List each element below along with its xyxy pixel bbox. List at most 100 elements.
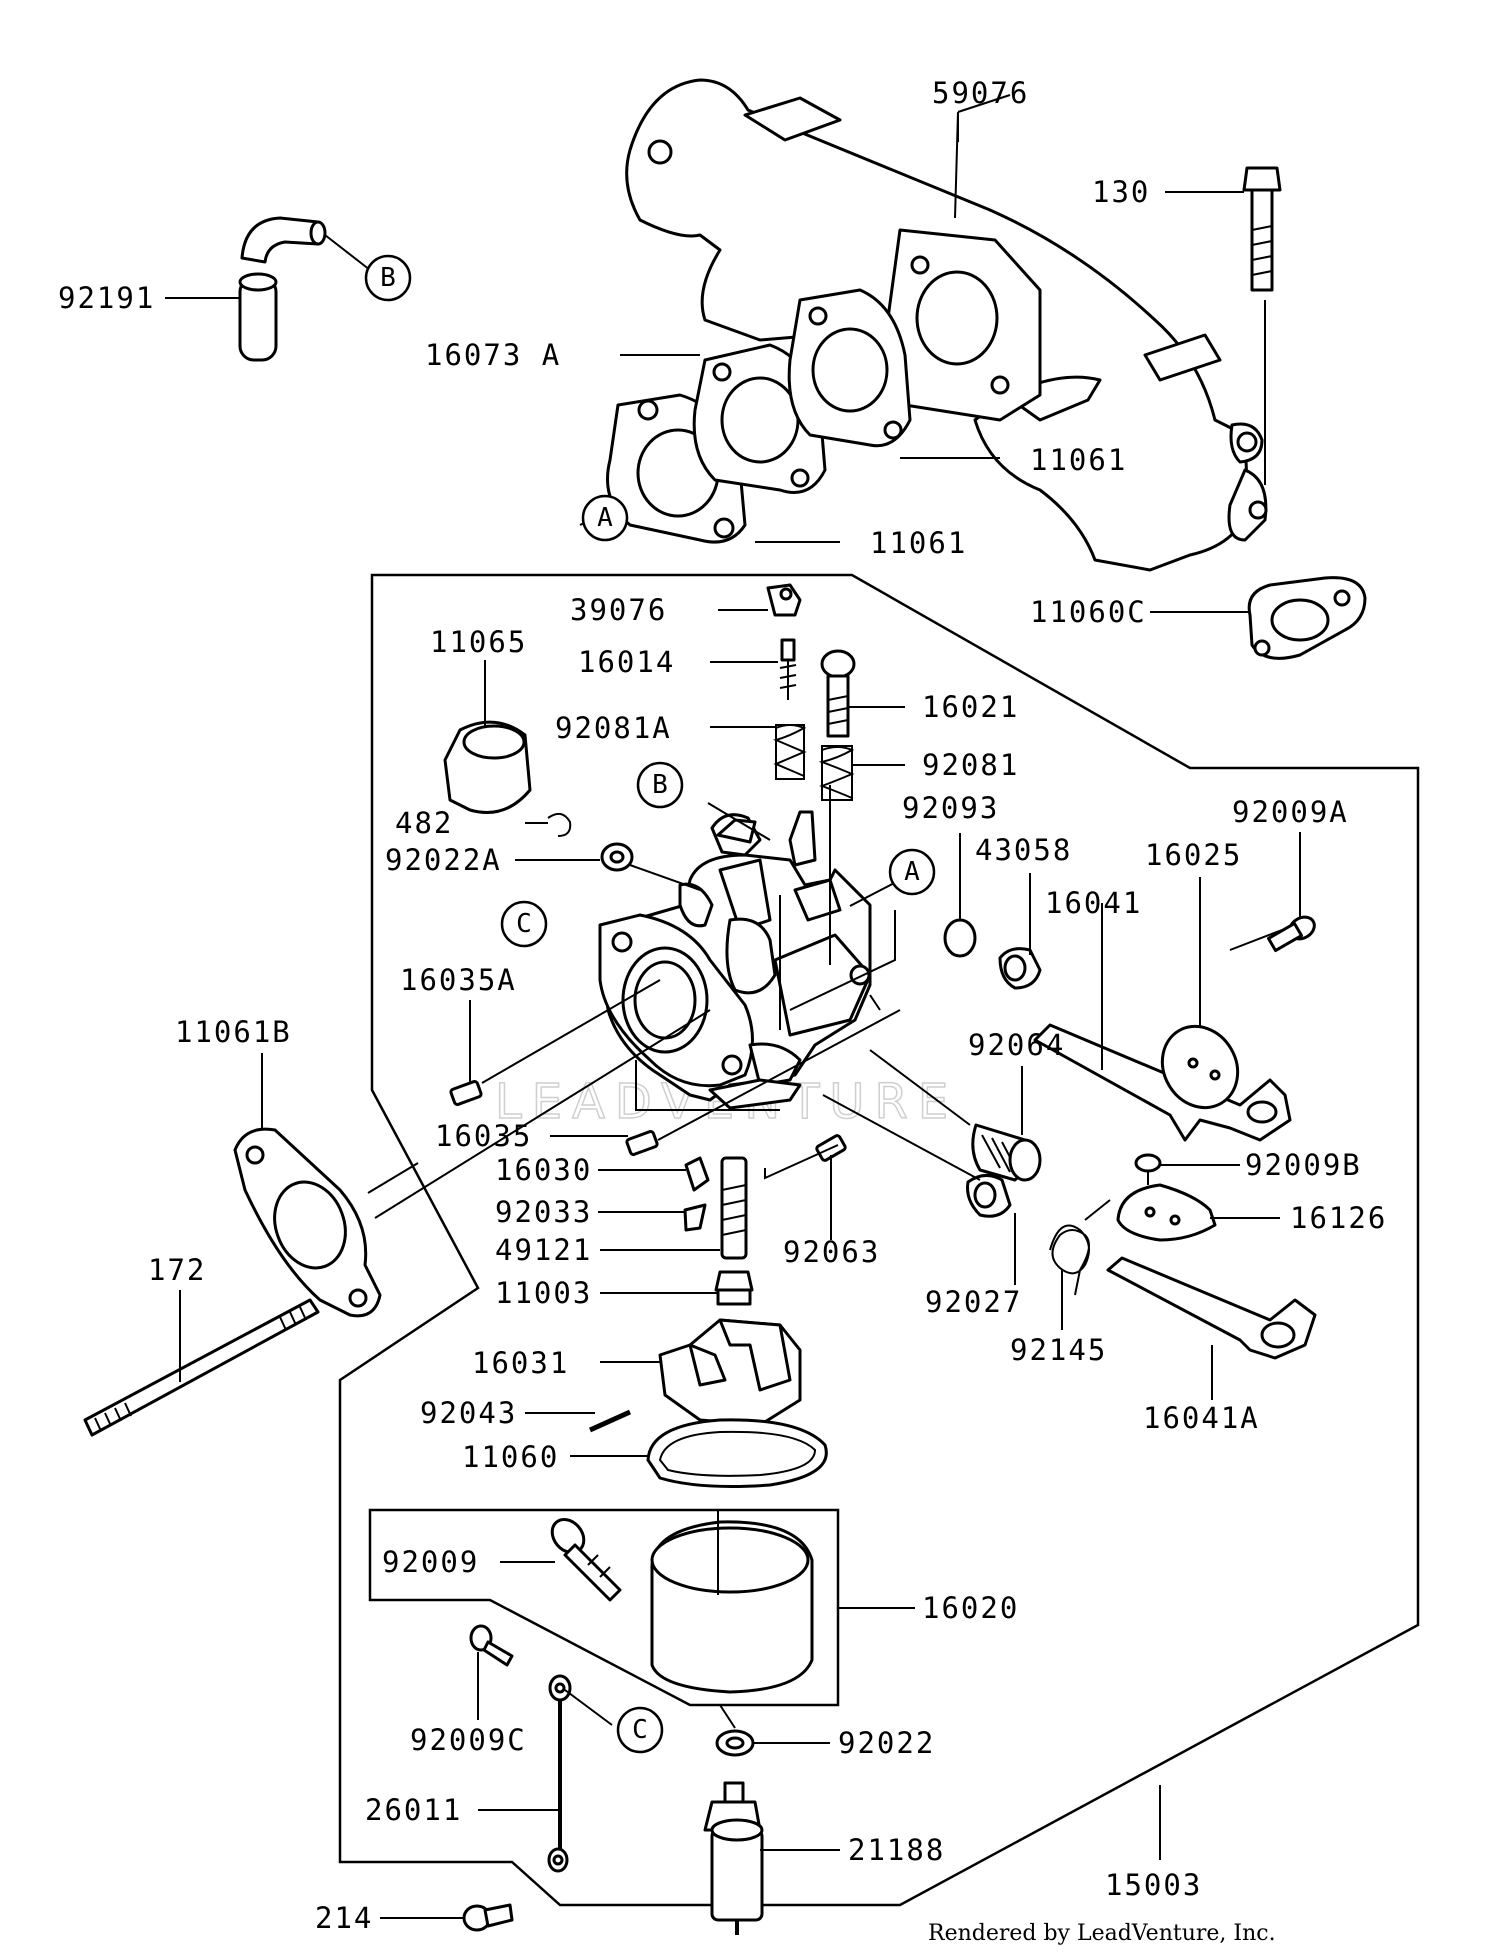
- throttle-plate-16126: [1116, 1183, 1217, 1242]
- callout-a-gasket: A: [581, 494, 629, 542]
- label-11065: 11065: [430, 625, 527, 659]
- svg-text:C: C: [632, 1715, 648, 1745]
- label-11003: 11003: [495, 1276, 592, 1310]
- label-16035a: 16035A: [400, 963, 517, 997]
- label-43058: 43058: [975, 833, 1072, 867]
- assembly-frame: [338, 573, 1420, 1907]
- washer-92022: [715, 1729, 755, 1757]
- plug-16035: [625, 1130, 659, 1156]
- solenoid-21188: [703, 1781, 764, 1935]
- clip-482: [547, 812, 572, 837]
- label-92009: 92009: [382, 1545, 479, 1579]
- label-482: 482: [395, 806, 453, 840]
- label-16041: 16041: [1045, 886, 1142, 920]
- label-92081: 92081: [922, 748, 1019, 782]
- svg-text:A: A: [904, 857, 920, 887]
- label-59076: 59076: [932, 76, 1029, 110]
- pin-92043: [588, 1409, 632, 1433]
- label-16020: 16020: [922, 1591, 1019, 1625]
- jet-92033: [683, 1203, 707, 1232]
- label-16031: 16031: [472, 1346, 569, 1380]
- label-11061b: 11061B: [175, 1015, 292, 1049]
- label-92009c: 92009C: [410, 1723, 527, 1757]
- label-92022: 92022: [838, 1726, 935, 1760]
- bushing-43058: [998, 947, 1042, 990]
- label-11061-lower: 11061: [870, 526, 967, 560]
- hose-92191: [238, 216, 327, 362]
- label-92027: 92027: [925, 1285, 1022, 1319]
- callout-b-carb: B: [636, 761, 684, 809]
- label-11060c: 11060C: [1030, 595, 1147, 629]
- choke-plate-16025: [1160, 1024, 1240, 1110]
- plug-16035a: [449, 1080, 483, 1106]
- svg-text:A: A: [597, 503, 613, 533]
- label-11060: 11060: [462, 1440, 559, 1474]
- label-92093: 92093: [902, 791, 999, 825]
- callout-b-hose: B: [364, 254, 412, 302]
- label-92064: 92064: [968, 1028, 1065, 1062]
- label-16073-a: 16073 A: [425, 338, 561, 372]
- label-16014: 16014: [578, 645, 675, 679]
- screw-214: [462, 1903, 514, 1932]
- float-bowl-16020: [650, 1520, 814, 1694]
- gasket-11061b: [233, 1127, 382, 1318]
- throttle-shaft-16041a: [1106, 1256, 1317, 1360]
- jet-16030: [684, 1156, 710, 1192]
- stud-172: [83, 1298, 320, 1437]
- gasket-bracket-line: [367, 1162, 419, 1194]
- carburetor-body: [598, 810, 872, 1110]
- label-16126: 16126: [1290, 1201, 1387, 1235]
- screw-92009b: [1134, 1153, 1162, 1185]
- label-92191: 92191: [58, 281, 155, 315]
- pilot-screw-16014: [779, 638, 797, 700]
- label-16021: 16021: [922, 690, 1019, 724]
- screw-92009a: [1267, 915, 1316, 953]
- label-92033: 92033: [495, 1195, 592, 1229]
- subassembly-lines: [340, 910, 981, 1863]
- cap-11065: [443, 720, 532, 814]
- label-92009b: 92009B: [1245, 1148, 1362, 1182]
- label-214: 214: [315, 1901, 373, 1935]
- rendered-by-credit: Rendered by LeadVenture, Inc.: [928, 1921, 1276, 1946]
- main-jet-11003: [714, 1270, 754, 1306]
- label-15003: 15003: [1105, 1868, 1202, 1902]
- label-92063: 92063: [783, 1235, 880, 1269]
- screw-92009: [550, 1518, 622, 1602]
- label-16041a: 16041A: [1143, 1401, 1260, 1435]
- bolt-130: [1242, 166, 1282, 292]
- screw-16021: [820, 649, 856, 738]
- screw-92009c: [469, 1624, 514, 1667]
- label-11061-upper: 11061: [1030, 443, 1127, 477]
- choke-shaft-16041: [1033, 1023, 1292, 1142]
- leader-lines: [165, 94, 1301, 1919]
- label-16030: 16030: [495, 1153, 592, 1187]
- intake-manifold: [625, 78, 1268, 572]
- label-39076: 39076: [570, 593, 667, 627]
- svg-text:B: B: [380, 263, 396, 293]
- label-92022a: 92022A: [385, 843, 502, 877]
- label-16035: 16035: [435, 1119, 532, 1153]
- spring-92081a: [773, 724, 807, 780]
- gasket-11060c: [1247, 576, 1367, 660]
- label-92081a: 92081A: [555, 711, 672, 745]
- float-bowl-gasket-11060: [646, 1418, 828, 1488]
- float-bowl-bracket: [368, 1508, 840, 1707]
- gasket-stack: [606, 288, 912, 544]
- washer-92022a: [600, 842, 634, 872]
- label-92043: 92043: [420, 1396, 517, 1430]
- part-labels: 59076 130 92191 16073 A 11061 11061 1106…: [58, 76, 1387, 1935]
- callout-c-cable: C: [616, 1706, 664, 1754]
- label-130: 130: [1092, 175, 1150, 209]
- screw-92064: [971, 1123, 1042, 1182]
- bushing-92027: [966, 1174, 1012, 1218]
- svg-text:B: B: [652, 770, 668, 800]
- label-21188: 21188: [848, 1833, 945, 1867]
- o-ring-92093: [943, 918, 977, 958]
- float-16031: [658, 1318, 802, 1427]
- svg-text:C: C: [516, 909, 532, 939]
- callout-c-carb: C: [500, 900, 548, 948]
- label-92145: 92145: [1010, 1333, 1107, 1367]
- pilot-screw-39076: [766, 583, 802, 617]
- label-49121: 49121: [495, 1233, 592, 1267]
